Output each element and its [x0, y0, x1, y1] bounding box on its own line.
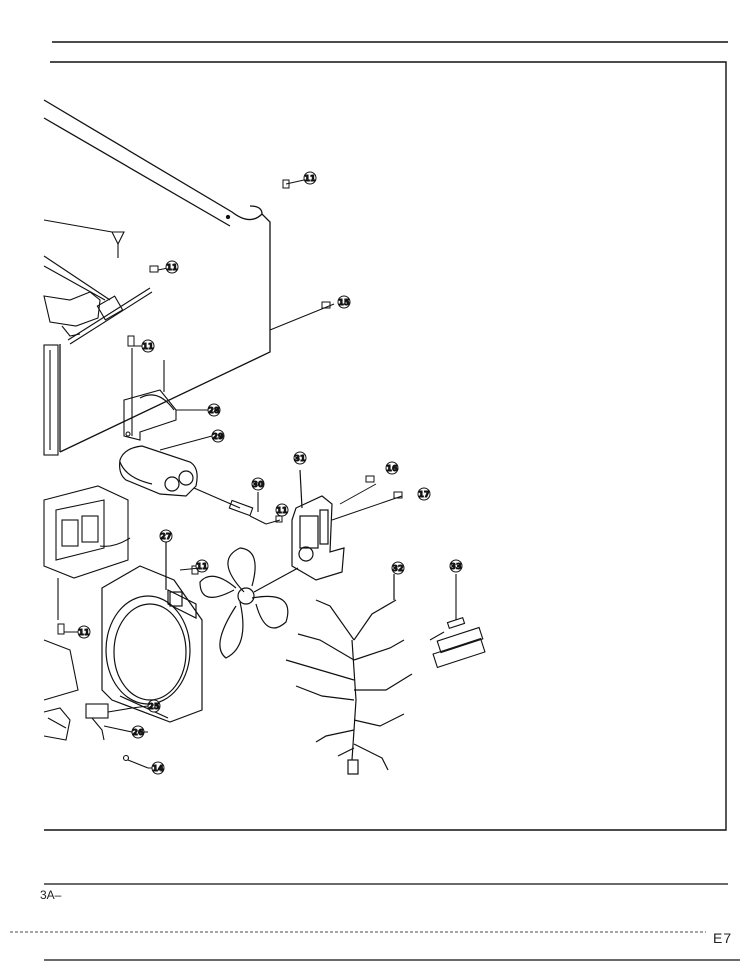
- callout-rectifier: 30: [251, 477, 265, 491]
- fuse-and-holder: [429, 574, 486, 669]
- callout-label: 14: [152, 764, 164, 773]
- callout-screw-cover: 11: [195, 559, 209, 573]
- callout-label: 17: [418, 490, 429, 499]
- cabinet-outer-case: [43, 99, 271, 453]
- callout-label: 28: [208, 406, 220, 415]
- callout-label: 15: [338, 298, 350, 307]
- callout-top-screw: 11: [303, 171, 317, 185]
- callout-screw-trans: 11: [77, 625, 91, 639]
- callout-clamp: 28: [207, 403, 221, 417]
- hv-rectifier: [228, 492, 267, 525]
- callout-label: 11: [78, 628, 90, 637]
- screws-and-leaders: [57, 179, 403, 769]
- callout-label: 11: [142, 342, 154, 351]
- callout-thermo: 25: [147, 699, 161, 713]
- fan-motor-bracket: [291, 469, 345, 581]
- callout-label: 25: [148, 702, 160, 711]
- interior-components-left: [43, 219, 153, 741]
- footer-model-code: 3A–: [40, 888, 62, 902]
- callout-label: 29: [212, 432, 224, 441]
- callout-fan-cover: 27: [159, 529, 173, 543]
- callout-label: 32: [392, 564, 403, 573]
- callout-label: 26: [132, 728, 144, 737]
- wire-harness: [285, 574, 413, 775]
- callout-screw-motor: 11: [275, 503, 289, 517]
- callout-motor-bracket: 31: [293, 451, 307, 465]
- page-frame: [10, 41, 740, 961]
- callout-screw-right: 17: [417, 487, 431, 501]
- callout-label: 33: [450, 562, 461, 571]
- fan-blade: [199, 547, 299, 659]
- callout-label: 27: [160, 532, 171, 541]
- callouts: 11 11 15 11 28 29 30 31 16 17 11 27 11 1…: [77, 171, 463, 775]
- callout-fuse: 33: [449, 559, 463, 573]
- callout-label: 11: [196, 562, 208, 571]
- callout-label: 31: [294, 454, 306, 463]
- callout-screw-side: 15: [337, 295, 351, 309]
- callout-label: 30: [252, 480, 264, 489]
- callout-capacitor: 29: [211, 429, 225, 443]
- callout-screw-left: 11: [165, 260, 179, 274]
- capacitor-clamp-bracket: [123, 348, 177, 441]
- high-voltage-capacitor: [119, 445, 241, 509]
- callout-label: 11: [304, 174, 316, 183]
- callout-bottom-screw: 14: [151, 761, 165, 775]
- callout-label: 11: [166, 263, 178, 272]
- callout-screw-small: 16: [385, 461, 399, 475]
- callout-harness: 32: [391, 561, 405, 575]
- callout-label: 16: [386, 464, 398, 473]
- thermal-cutout: [85, 703, 149, 769]
- callout-label: 11: [276, 506, 288, 515]
- callout-screw-bracket: 11: [141, 339, 155, 353]
- page-number: E7: [713, 930, 733, 946]
- callout-thermo-2: 26: [131, 725, 145, 739]
